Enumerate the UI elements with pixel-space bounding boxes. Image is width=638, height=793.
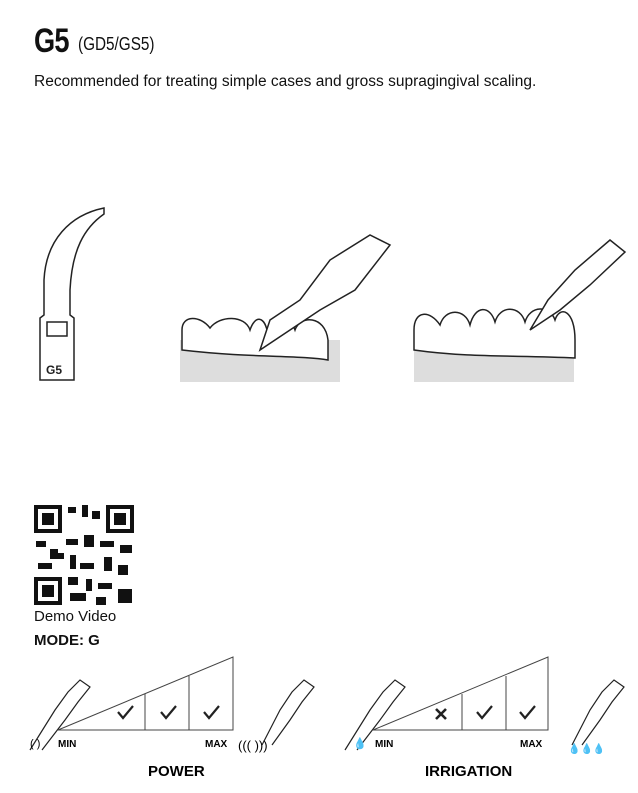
demo-video-label[interactable]: Demo Video <box>34 608 117 625</box>
power-diagram: ( ) MIN MAX ((( ))) POWER <box>29 656 315 780</box>
irrigation-diagram: 💧 MIN MAX 💧💧💧 IRRIGATION <box>344 656 625 780</box>
settings-diagrams: ( ) MIN MAX ((( ))) POWER 💧 MIN MAX 💧💧💧 … <box>29 656 625 780</box>
power-min-label: MIN <box>58 739 76 750</box>
power-max-label: MAX <box>205 739 228 750</box>
irrigation-max-label: MAX <box>520 739 543 750</box>
check-icon <box>203 705 220 720</box>
vibration-high-icon: ((( ))) <box>238 738 268 753</box>
mode-label: MODE: G <box>34 632 100 649</box>
power-label: POWER <box>148 763 205 780</box>
tip-label: G5 <box>46 363 62 377</box>
vibration-low-icon: ( ) <box>30 738 40 750</box>
check-icon <box>117 705 134 720</box>
handpiece-low-water-icon <box>344 679 406 751</box>
qr-code[interactable] <box>34 505 134 605</box>
illustrations: G5 <box>39 207 627 382</box>
drops-high-icon: 💧💧💧 <box>568 742 605 755</box>
drop-low-icon: 💧 <box>353 737 367 750</box>
teeth-illustration-1 <box>180 234 392 382</box>
teeth-illustration-2 <box>413 239 627 382</box>
irrigation-label: IRRIGATION <box>425 763 512 780</box>
tip-illustration: G5 <box>39 207 105 381</box>
check-icon <box>160 705 177 720</box>
check-icon <box>476 705 493 720</box>
handpiece-high-icon <box>261 679 315 746</box>
cross-icon <box>435 708 447 720</box>
handpiece-high-water-icon <box>571 679 625 746</box>
product-description: Recommended for treating simple cases an… <box>34 73 537 90</box>
product-code: G5 <box>34 22 69 60</box>
handpiece-low-icon <box>29 679 91 751</box>
check-icon <box>519 705 536 720</box>
irrigation-min-label: MIN <box>375 739 393 750</box>
product-variants: (GD5/GS5) <box>78 34 155 54</box>
